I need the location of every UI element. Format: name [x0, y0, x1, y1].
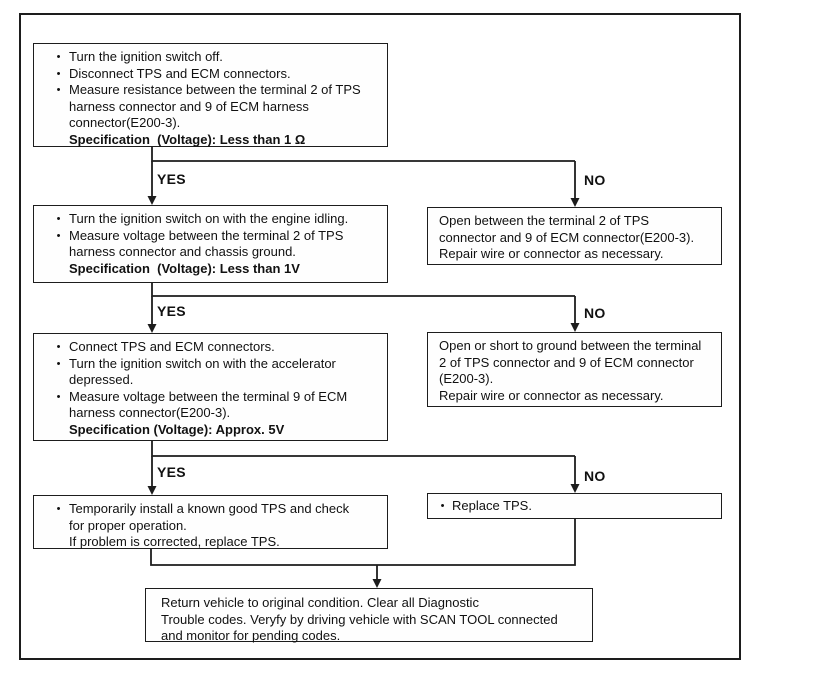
bullet-marker: •: [56, 84, 61, 96]
bullet-marker: •: [56, 51, 61, 63]
text-content: Return vehicle to original condition. Cl…: [161, 595, 479, 610]
text-content: Disconnect TPS and ECM connectors.: [69, 65, 291, 81]
text-content: connector(E200-3).: [69, 115, 181, 130]
text-content: If problem is corrected, replace TPS.: [69, 534, 280, 549]
step1-box: • Turn the ignition switch off. • Disconnec…: [33, 43, 388, 147]
text-line: • Disconnect TPS and ECM connectors.: [48, 66, 383, 83]
text-line: harness connector and 9 of ECM harness: [48, 99, 383, 116]
bullet-marker: •: [56, 341, 61, 353]
text-content: and monitor for pending codes.: [161, 628, 341, 643]
text-content: Repair wire or connector as necessary.: [439, 387, 664, 403]
text-content: Measure voltage between the terminal 9 o…: [69, 388, 348, 404]
bullet-marker: •: [56, 390, 61, 403]
text-content: Open between the terminal 2 of TPS: [439, 213, 650, 228]
bullet-marker: •: [56, 357, 61, 370]
text-line: • Measure voltage between the terminal 9 …: [48, 389, 383, 406]
text-line: Repair wire or connector as necessary.: [439, 388, 717, 405]
bullet-marker: •: [440, 500, 445, 512]
text-line: depressed.: [48, 372, 383, 389]
text-line: • Temporarily install a known good TPS an…: [48, 501, 383, 518]
no-label-1: NO: [584, 172, 606, 188]
text-line: Open or short to ground between the term…: [439, 338, 717, 355]
final-step-box: Return vehicle to original condition. Cl…: [145, 588, 593, 645]
bullet-marker: •: [56, 229, 61, 242]
text-content: Turn the ignition switch on with the acc…: [69, 355, 336, 371]
step4-box: • Temporarily install a known good TPS an…: [33, 495, 388, 549]
text-content: Turn the ignition switch on with the eng…: [69, 211, 349, 226]
text-line: Specification (Voltage): Less than 1V: [48, 261, 383, 278]
no-label-3: NO: [584, 468, 606, 484]
text-content: Measure resistance between the terminal …: [69, 82, 361, 97]
text-line: 2 of TPS connector and 9 of ECM connecto…: [439, 355, 717, 372]
text-content: Trouble codes. Veryfy by driving vehicle…: [161, 611, 558, 627]
text-content: Replace TPS.: [452, 498, 532, 513]
text-line: • Measure resistance between the terminal…: [48, 82, 383, 99]
text-content: depressed.: [69, 372, 134, 387]
bullet-marker: •: [56, 503, 61, 515]
text-content: Measure voltage between the terminal 2 o…: [69, 227, 344, 243]
text-line: Trouble codes. Veryfy by driving vehicle…: [161, 612, 588, 629]
text-line: • Connect TPS and ECM connectors.: [48, 339, 383, 356]
text-content: Turn the ignition switch off.: [69, 49, 223, 64]
text-line: (E200-3).: [439, 371, 717, 388]
text-line: connector and 9 of ECM connector(E200-3)…: [439, 230, 717, 247]
text-line: • Measure voltage between the terminal 2 …: [48, 228, 383, 245]
text-line: Return vehicle to original condition. Cl…: [161, 595, 588, 612]
text-line: Open between the terminal 2 of TPS: [439, 213, 717, 230]
text-line: If problem is corrected, replace TPS.: [48, 534, 383, 551]
text-line: for proper operation.: [48, 518, 383, 535]
text-line: harness connector(E200-3).: [48, 405, 383, 422]
text-content: Specification (Voltage): Less than 1 Ω: [69, 131, 306, 147]
text-content: harness connector and chassis ground.: [69, 244, 296, 259]
step2-box: • Turn the ignition switch on with the en…: [33, 205, 388, 283]
text-line: Specification (Voltage): Less than 1 Ω: [48, 132, 383, 149]
text-line: Repair wire or connector as necessary.: [439, 246, 717, 263]
text-content: 2 of TPS connector and 9 of ECM connecto…: [439, 354, 694, 370]
text-content: (E200-3).: [439, 371, 494, 386]
text-line: • Turn the ignition switch off.: [48, 49, 383, 66]
text-content: Repair wire or connector as necessary.: [439, 246, 664, 261]
yes-label-2: YES: [157, 303, 186, 319]
yes-label-1: YES: [157, 171, 186, 187]
text-line: and monitor for pending codes.: [161, 628, 588, 645]
text-content: Specification (Voltage): Approx. 5V: [69, 421, 285, 437]
text-content: Specification (Voltage): Less than 1V: [69, 260, 300, 276]
step3-box: • Connect TPS and ECM connectors. • Turn th…: [33, 333, 388, 441]
text-content: Temporarily install a known good TPS and…: [69, 501, 350, 516]
no2-result-box: Open or short to ground between the term…: [427, 332, 722, 407]
text-content: harness connector and 9 of ECM harness: [69, 98, 309, 114]
text-content: Connect TPS and ECM connectors.: [69, 339, 275, 354]
text-line: • Replace TPS.: [433, 498, 717, 515]
text-content: connector and 9 of ECM connector(E200-3)…: [439, 229, 695, 245]
no3-replace-tps-box: • Replace TPS.: [427, 493, 722, 519]
no-label-2: NO: [584, 305, 606, 321]
bullet-marker: •: [56, 213, 61, 225]
text-line: Specification (Voltage): Approx. 5V: [48, 422, 383, 439]
text-content: for proper operation.: [69, 517, 187, 533]
text-line: • Turn the ignition switch on with the en…: [48, 211, 383, 228]
text-line: • Turn the ignition switch on with the ac…: [48, 356, 383, 373]
bullet-marker: •: [56, 67, 61, 80]
yes-label-3: YES: [157, 464, 186, 480]
text-content: Open or short to ground between the term…: [439, 338, 702, 353]
text-line: connector(E200-3).: [48, 115, 383, 132]
text-line: harness connector and chassis ground.: [48, 244, 383, 261]
text-content: harness connector(E200-3).: [69, 405, 231, 420]
